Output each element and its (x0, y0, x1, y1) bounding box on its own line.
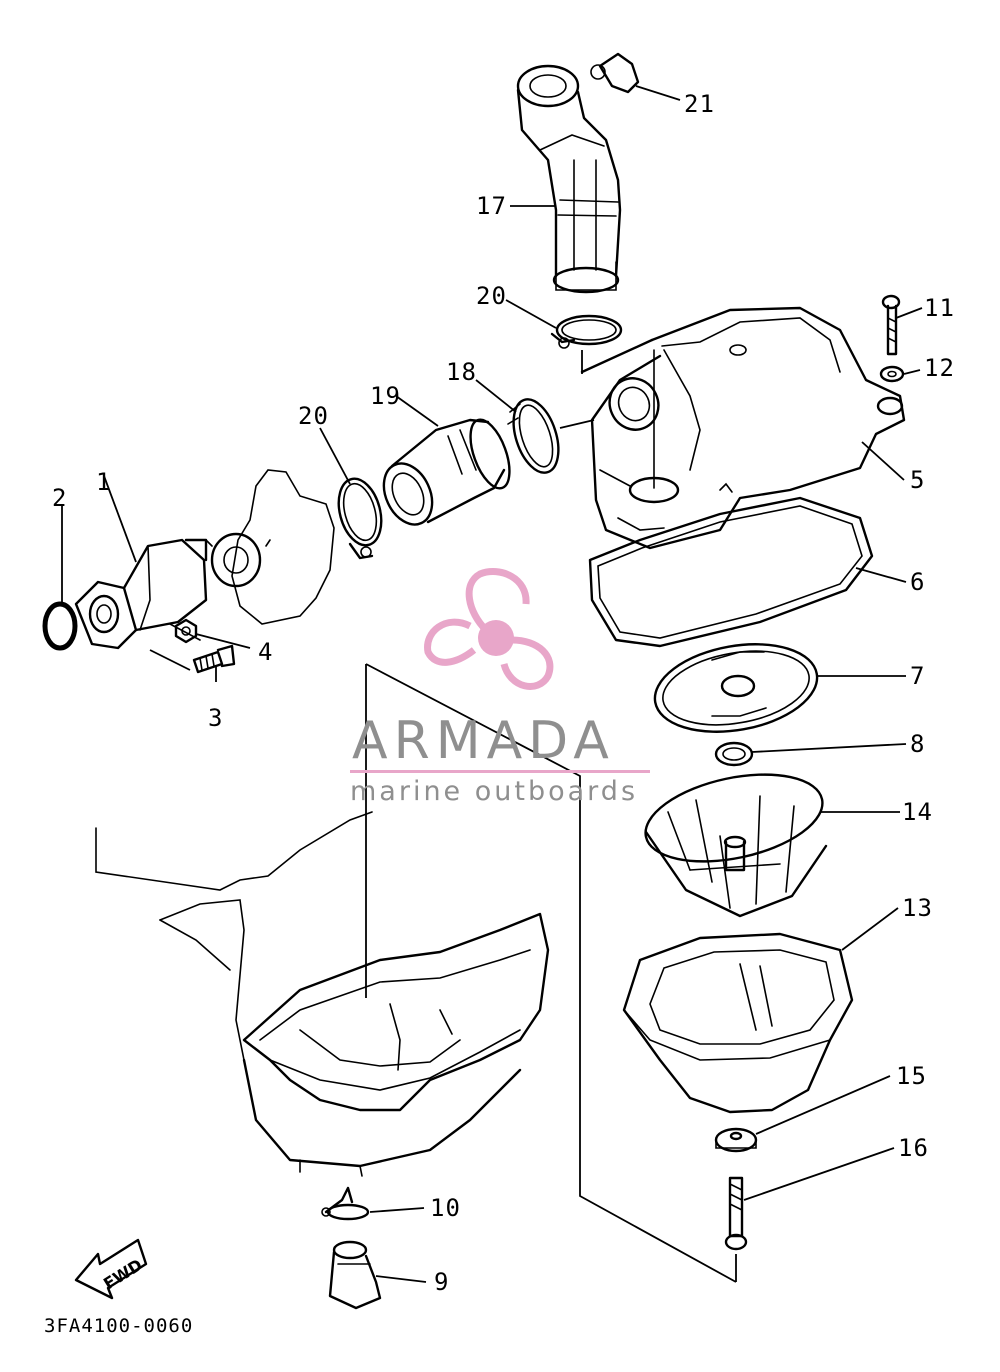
part-13-element-case (622, 932, 854, 1114)
part-21-breather-cap (590, 52, 640, 94)
part-15-grommet (714, 1127, 758, 1153)
callout-21: 21 (684, 90, 715, 118)
callout-19: 19 (370, 382, 401, 410)
part-20-clamp-upper (550, 314, 623, 349)
armada-watermark: ARMADA marine outboards (350, 568, 650, 807)
callout-16: 16 (898, 1134, 929, 1162)
watermark-title: ARMADA (352, 711, 615, 771)
part-17-intake-duct (516, 64, 622, 294)
callout-9: 9 (434, 1268, 449, 1296)
propeller-logo-icon (424, 568, 554, 690)
part-18-joint-band (507, 398, 560, 474)
callout-14: 14 (902, 798, 933, 826)
part-4-nut (174, 618, 198, 644)
callout-17: 17 (476, 192, 507, 220)
callout-2: 2 (52, 484, 67, 512)
part-5-air-box-case (580, 306, 906, 550)
part-11-bolt (881, 294, 901, 356)
alignment-guide-lines (365, 350, 737, 1283)
watermark-rule (350, 770, 650, 773)
carburetor-outline (205, 469, 335, 625)
part-10-clip (321, 1186, 370, 1221)
part-19-intake-joint (382, 418, 511, 526)
callout-20-upper: 20 (476, 282, 507, 310)
callout-7: 7 (910, 662, 925, 690)
callout-11: 11 (924, 294, 955, 322)
callout-leader-lines (61, 85, 923, 1283)
callout-20-lower: 20 (298, 402, 329, 430)
callout-15: 15 (896, 1062, 927, 1090)
callout-4: 4 (258, 638, 273, 666)
callout-3: 3 (208, 704, 223, 732)
callout-1: 1 (96, 468, 111, 496)
callout-18: 18 (446, 358, 477, 386)
callout-12: 12 (924, 354, 955, 382)
frame-body-outline (95, 811, 550, 1177)
diagram-code: 3FA4100-0060 (44, 1315, 193, 1337)
callout-8: 8 (910, 730, 925, 758)
part-20-clamp-lower (337, 477, 383, 560)
callout-10: 10 (430, 1194, 461, 1222)
part-16-screw (724, 1176, 748, 1251)
callout-5: 5 (910, 466, 925, 494)
part-2-o-ring (42, 601, 78, 651)
part-3-bolt (192, 644, 236, 674)
part-6-case-gasket (588, 496, 874, 648)
part-9-drain-hose (328, 1240, 382, 1310)
callout-6: 6 (910, 568, 925, 596)
part-callout-numbers: 1 2 3 4 5 6 7 8 9 10 11 12 13 14 15 16 1… (52, 90, 955, 1296)
part-8-washer (714, 741, 754, 767)
part-14-filter-guide (644, 773, 828, 918)
watermark-subtitle: marine outboards (350, 776, 638, 807)
part-12-washer (879, 365, 905, 383)
callout-13: 13 (902, 894, 933, 922)
part-7-filter-element (653, 643, 819, 733)
forward-direction-arrow: FWD (74, 1238, 148, 1300)
part-1-intake-manifold (74, 538, 208, 650)
